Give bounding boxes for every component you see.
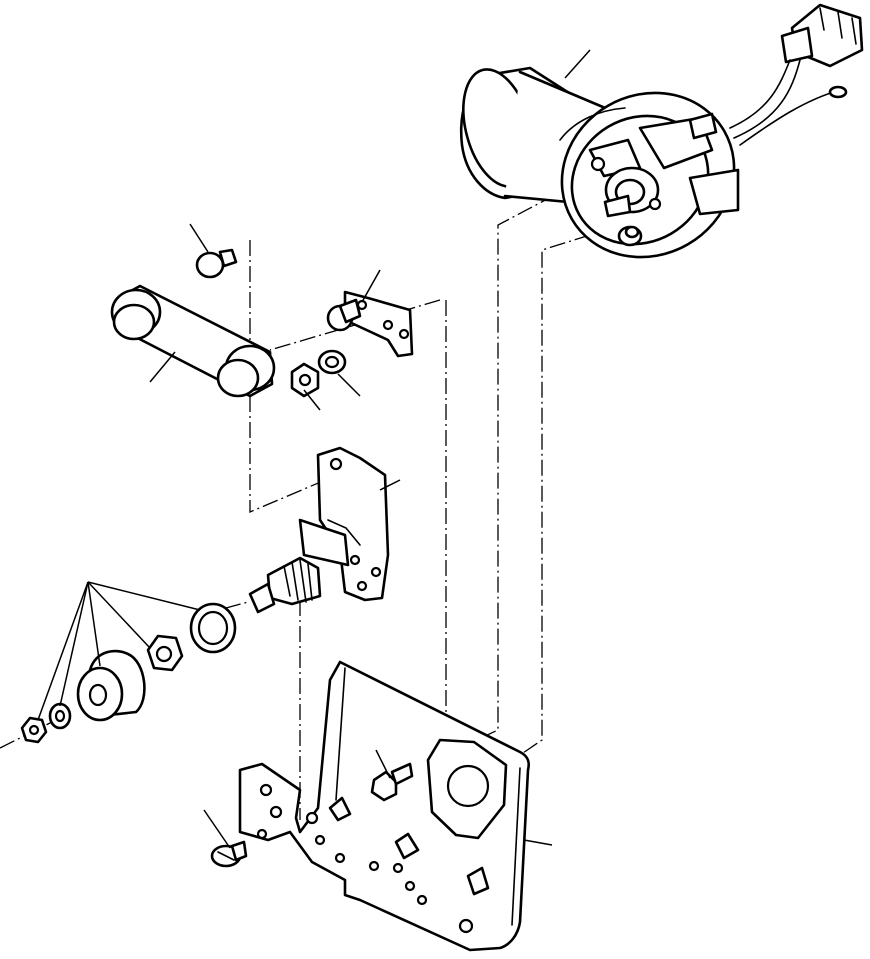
alignment-lines [0,194,591,820]
seal-ring [189,602,237,654]
hex-bolt [370,762,414,802]
lock-washer [317,349,347,375]
connector [688,3,864,146]
crank-arm [326,290,414,358]
screw [210,840,248,868]
pivot-bracket [316,446,390,602]
wiper-motor [459,66,740,259]
link-arm [110,284,276,398]
leader-lines [37,49,591,849]
mounting-plate [238,660,531,952]
ball-stud [195,248,238,279]
hex-nut [146,634,184,672]
cap-nut [20,716,48,744]
pivot-shaft [248,518,350,614]
grommet [76,649,146,722]
washer [48,702,72,730]
nut [290,362,320,398]
